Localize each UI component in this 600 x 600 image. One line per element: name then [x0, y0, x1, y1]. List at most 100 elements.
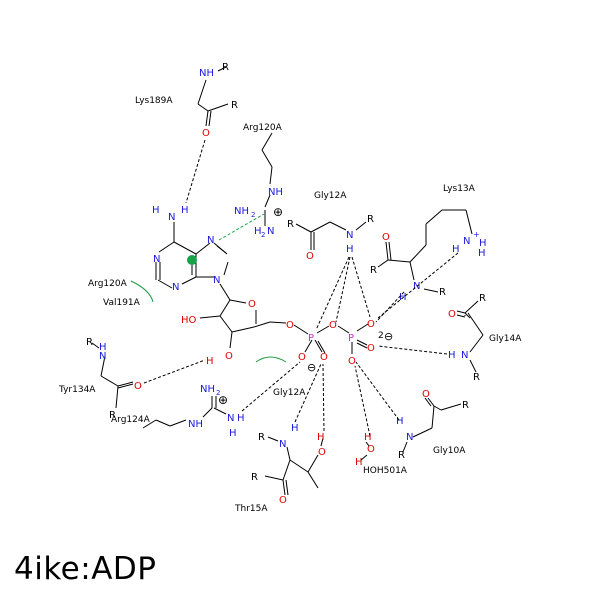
water-h1: H	[364, 432, 372, 443]
hydrophobic-label-val191: Val191A	[103, 298, 141, 308]
lys13-n: N	[413, 281, 420, 292]
lys13-h3: H	[478, 248, 486, 259]
thr15-r2: R	[251, 472, 258, 483]
arg124-nh2: NH	[200, 384, 215, 395]
hydrophobic-label-gly12: Gly12A	[273, 388, 306, 398]
arg120-charge: ⊕	[273, 205, 283, 219]
thr15-r1: R	[258, 432, 265, 443]
adenine-n6: N	[168, 212, 175, 223]
residue-thr15	[264, 436, 324, 496]
phosphate-chain	[293, 323, 369, 354]
adenine-n3: N	[172, 282, 179, 293]
hydrophobic-arc-adenine	[130, 280, 154, 303]
water-o: O	[367, 444, 375, 455]
thr15-og: O	[318, 447, 326, 458]
adenine-n7: N	[207, 235, 214, 246]
thr15-n: N	[279, 439, 286, 450]
gly14-n: N	[461, 350, 468, 361]
bridge-o: O	[329, 320, 337, 331]
residue-gly10	[402, 397, 462, 453]
hbond-tyr134-o3	[143, 359, 206, 384]
label-lys13: Lys13A	[443, 184, 476, 194]
water-h2: H	[355, 457, 363, 468]
gly10-r1: R	[462, 400, 469, 411]
hydrogen-bonds	[143, 139, 459, 437]
hbond-arg124-alpha	[241, 361, 301, 412]
arg124-nh2-sub: 2	[216, 389, 220, 397]
lys189-r2: R	[231, 100, 238, 111]
hbond-lys13-nz-beta	[377, 252, 459, 319]
arg124-n: N	[227, 413, 234, 424]
thr15-o: O	[279, 495, 287, 506]
beta-o1: O	[367, 319, 375, 330]
adenine-h2: H	[181, 205, 189, 216]
gly14-o: O	[448, 309, 456, 320]
lys13-o: O	[382, 232, 390, 243]
ribose-o3: O	[225, 351, 233, 362]
arg120-nh2-sub: 2	[251, 211, 255, 219]
label-thr15: Thr15A	[234, 504, 268, 514]
thr15-h: H	[291, 423, 299, 434]
residue-lys13	[377, 209, 473, 293]
alpha-o1: O	[298, 352, 306, 363]
ribose-o2: HO	[181, 315, 197, 326]
ligand-caption: 4ike:ADP	[14, 551, 157, 587]
adenine-h1: H	[152, 205, 160, 216]
residue-gly12	[295, 221, 367, 250]
lys189-o: O	[202, 128, 210, 139]
residue-arg124	[142, 396, 227, 429]
gly12-h: H	[346, 244, 354, 255]
beta-o3: O	[348, 356, 356, 367]
arg124-h1: H	[237, 413, 245, 424]
lys189-nh: NH	[199, 68, 214, 79]
label-hoh501: HOH501A	[363, 466, 408, 476]
hbond-gly14-beta	[377, 345, 448, 355]
tyr134-r2: R	[109, 410, 116, 421]
tyr134-h: H	[99, 342, 107, 353]
arg120-h2n-n: N	[267, 226, 274, 237]
residue-tyr134	[91, 342, 134, 409]
label-tyr134: Tyr134A	[58, 385, 96, 395]
gly14-r1: R	[479, 293, 486, 304]
hbond-thr15-og-alpha	[322, 363, 325, 432]
lys13-r1: R	[370, 265, 377, 276]
gly14-h: H	[448, 350, 456, 361]
lys189-r1: R	[222, 62, 229, 73]
pi-stack-center	[187, 255, 197, 265]
adenine-n9: N	[213, 275, 220, 286]
hbond-gly12-beta	[351, 256, 371, 318]
hbond-lys13-n-beta	[375, 291, 405, 323]
gly10-h: H	[396, 416, 404, 427]
gly10-r2: R	[398, 450, 405, 461]
label-arg124: Arg124A	[111, 415, 151, 425]
residue-gly14	[464, 300, 484, 373]
label-arg120: Arg120A	[243, 123, 283, 133]
residue-arg120	[261, 132, 273, 226]
hbond-thr15-n-alpha	[294, 363, 322, 423]
label-gly14: Gly14A	[489, 334, 522, 344]
lys13-plus: +	[473, 230, 480, 239]
gly12-n: N	[346, 230, 353, 241]
label-gly12: Gly12A	[314, 191, 347, 201]
arg120-h2n-sub: 2	[261, 231, 265, 239]
label-gly10: Gly10A	[433, 446, 466, 456]
tyr134-r1: R	[86, 337, 93, 348]
hbond-water-beta	[354, 365, 371, 437]
gly12-o: O	[306, 251, 314, 262]
lys13-h2: H	[452, 244, 460, 255]
lys13-r2: R	[439, 287, 446, 298]
beta-charge: ⊖	[384, 330, 393, 343]
arg124-charge: ⊕	[218, 393, 228, 407]
adenine-ring	[155, 222, 231, 301]
phosphate-alpha: P	[308, 333, 314, 344]
tyr134-o: O	[134, 381, 142, 392]
gly12-r2: R	[367, 214, 374, 225]
arg120-nh: NH	[268, 187, 283, 198]
arg120-h2n: H	[254, 226, 262, 237]
lys13-h1: H	[479, 238, 487, 249]
gly10-o: O	[422, 389, 430, 400]
gly14-r2: R	[473, 372, 480, 383]
arg124-h2: H	[229, 428, 237, 439]
hydrophobic-label-arg120: Arg120A	[88, 279, 128, 289]
